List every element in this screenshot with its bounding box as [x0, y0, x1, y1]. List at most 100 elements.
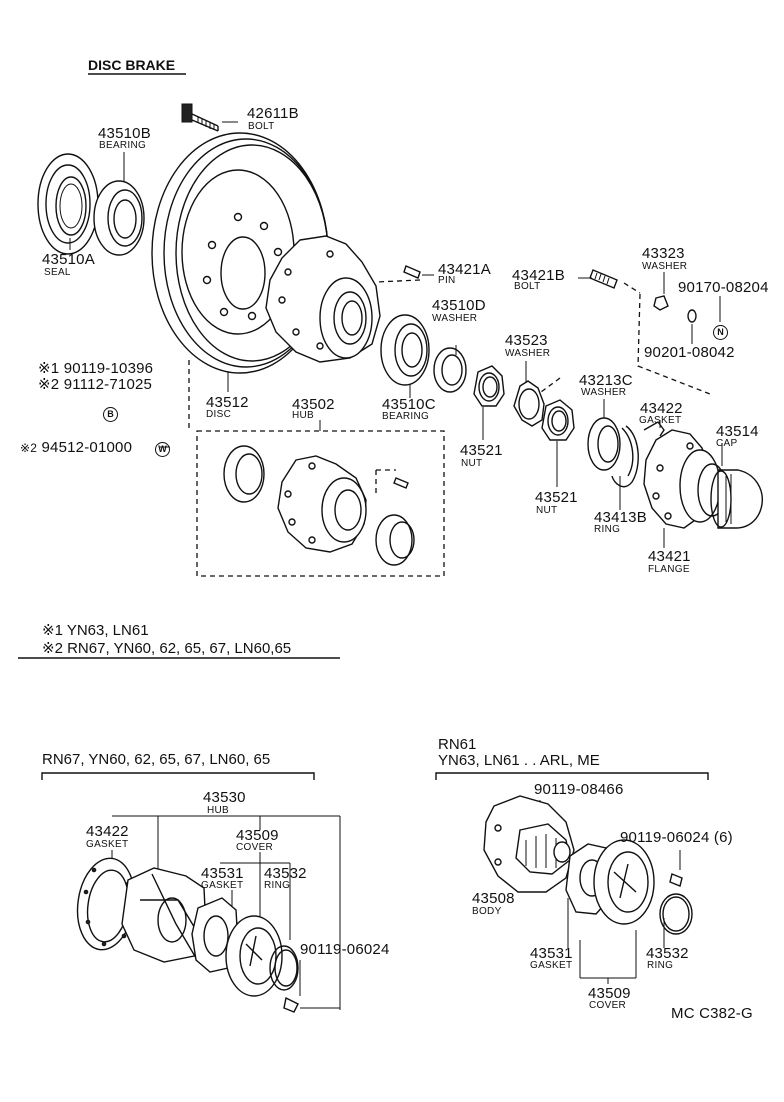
label-43510b-name: BEARING [99, 140, 147, 151]
bolt-421b-part [589, 269, 618, 289]
note2-num: 91112-71025 [63, 376, 153, 393]
label-94512-prefix: ※2 [20, 441, 38, 455]
seal-part [37, 153, 99, 255]
label-43521-upper-num: 43521 [460, 442, 503, 459]
label-43510c-num: 43510C [382, 396, 436, 413]
ring-413b-part [611, 425, 639, 488]
label-43421b-num: 43421B [512, 267, 565, 284]
hub-assembly-box [196, 430, 445, 577]
hub-box-seal [223, 445, 265, 503]
label-43502-name: HUB [292, 410, 315, 421]
lr-43531-num: 43531 [530, 945, 573, 962]
label-43323-name: WASHER [642, 261, 688, 272]
label-43421-name: FLANGE [648, 564, 690, 575]
note-1-mark: ※1 [42, 622, 63, 639]
washer-213c-part [587, 417, 621, 471]
lr-43509-num: 43509 [588, 985, 631, 1002]
lr-43531-name: GASKET [530, 960, 573, 971]
label-42611b-num: 42611B [247, 105, 299, 122]
lower-left-hub [121, 867, 207, 963]
ll-43530-num: 43530 [203, 789, 246, 806]
lr-90119-06024-num: 90119-06024 (6) [620, 829, 733, 846]
note-2-mark: ※2 [42, 640, 63, 657]
ll-43532-num: 43532 [264, 865, 307, 882]
ll-90119-num: 90119-06024 [300, 941, 390, 958]
label-94512-num: 94512-01000 [41, 439, 133, 456]
mark-b-circle: B [103, 405, 118, 422]
bolt-42611b-part [181, 103, 219, 132]
label-94512: ※2 94512-01000 [20, 440, 132, 455]
label-43512-name: DISC [206, 409, 232, 420]
mark-n-circle: N [713, 323, 728, 340]
label-43421a-num: 43421A [438, 261, 491, 278]
lower-left-ring [269, 945, 299, 991]
lower-left-bracket [41, 772, 315, 780]
figure-code: MC C382-G [671, 1005, 753, 1022]
flange-part [643, 429, 727, 529]
hub-box-hub [277, 455, 367, 553]
label-43514-name: CAP [716, 438, 738, 449]
label-note1-part: ※1 90119-10396 [38, 361, 153, 376]
label-90201-num: 90201-08042 [644, 344, 735, 361]
label-43421-num: 43421 [648, 548, 691, 565]
lower-right-bolt [669, 873, 683, 887]
label-43422-name: GASKET [639, 415, 682, 426]
cap-part [710, 469, 763, 529]
ll-43422-name: GASKET [86, 839, 129, 850]
small-washer-90201 [687, 309, 697, 323]
hub-flange-upper [265, 235, 381, 363]
lower-right-bracket [435, 772, 709, 780]
note-1: ※1 YN63, LN61 [42, 623, 149, 638]
label-43510c-name: BEARING [382, 411, 430, 422]
ll-43422-num: 43422 [86, 823, 129, 840]
lr-43508-name: BODY [472, 906, 502, 917]
lower-left-cover [225, 915, 283, 997]
label-43510d-num: 43510D [432, 297, 486, 314]
label-43213c-num: 43213C [579, 372, 633, 389]
mark-w-circle: W [155, 440, 170, 457]
lr-43509-name: COVER [589, 1000, 627, 1011]
washer-523-part [513, 380, 545, 427]
diagram-title: DISC BRAKE [88, 57, 176, 73]
label-90170-num: 90170-08204 [678, 279, 769, 296]
note1-num: 90119-10396 [63, 360, 154, 377]
label-43502-num: 43502 [292, 396, 335, 413]
label-42611b-name: BOLT [248, 121, 275, 132]
bearing-c-part [380, 314, 430, 386]
label-43512-num: 43512 [206, 394, 249, 411]
lower-right-body [483, 795, 575, 893]
washer-d-part [433, 347, 467, 393]
ll-43531-name: GASKET [201, 880, 244, 891]
note2-prefix: ※2 [38, 376, 60, 393]
lower-right-cover [593, 839, 655, 925]
bearing-b-part [93, 180, 145, 256]
pin-part [403, 265, 421, 279]
gasket-upper-part [643, 421, 665, 437]
label-43521-lower-num: 43521 [535, 489, 578, 506]
label-43510b-num: 43510B [98, 125, 151, 142]
note-2-text: RN67, YN60, 62, 65, 67, LN60,65 [67, 640, 292, 657]
lr-43532-name: RING [647, 960, 674, 971]
lower-left-header: RN67, YN60, 62, 65, 67, LN60, 65 [42, 751, 271, 768]
hub-box-bearing [375, 514, 415, 566]
label-43514-num: 43514 [716, 423, 759, 440]
hub-box-pin [393, 477, 409, 489]
mark-n-text: N [713, 325, 728, 340]
lower-right-nut [553, 841, 571, 863]
ll-43531-num: 43531 [201, 865, 244, 882]
label-43510d-name: WASHER [432, 313, 478, 324]
label-43213c-name: WASHER [581, 387, 627, 398]
lr-43532-num: 43532 [646, 945, 689, 962]
label-43523-name: WASHER [505, 348, 551, 359]
nut-upper-part [473, 365, 505, 407]
ll-43532-name: RING [264, 880, 291, 891]
lower-left-bolt [283, 996, 299, 1013]
label-43510a-name: SEAL [44, 267, 71, 278]
label-43523-num: 43523 [505, 332, 548, 349]
label-43421a-name: PIN [438, 275, 456, 286]
ll-43509-name: COVER [236, 842, 274, 853]
note-1-text: YN63, LN61 [66, 622, 149, 639]
mark-w-text: W [155, 442, 170, 457]
label-43510a-num: 43510A [42, 251, 95, 268]
